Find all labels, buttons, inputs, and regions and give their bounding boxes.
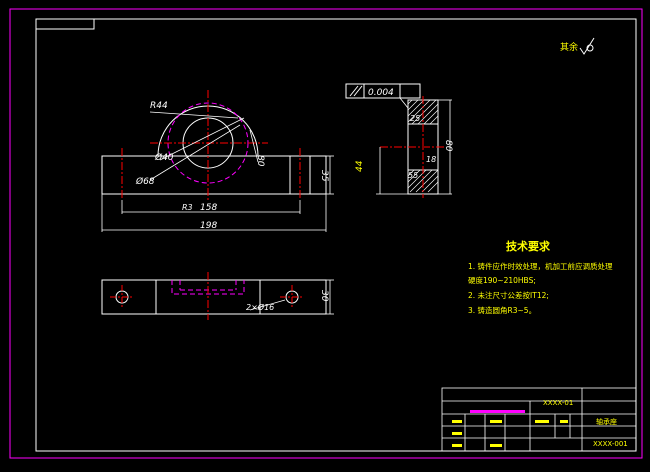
requirement-3: 3. 铸造圆角R3~5。 <box>468 305 536 315</box>
top-view: 2×Ø16 30 <box>101 272 334 320</box>
dim-80-front: 80 <box>255 155 265 167</box>
requirement-1: 1. 铸件应作时效处理，机加工前应调质处理 <box>468 261 613 271</box>
drawing-border <box>35 18 637 452</box>
dim-d40: Ø40 <box>154 152 174 163</box>
dim-80-side: 80 <box>443 140 453 152</box>
title-block <box>441 387 637 452</box>
dim-inner-55: 55 <box>408 171 418 180</box>
hatch-top <box>407 99 439 125</box>
dim-198: 198 <box>200 221 217 231</box>
front-base <box>101 155 327 195</box>
surface-finish-label: 其余 <box>560 41 578 53</box>
corner-box <box>35 18 95 30</box>
dim-r3: R3 <box>182 203 193 212</box>
dim-r44: R44 <box>150 101 168 111</box>
title-block-mark <box>470 410 525 413</box>
dim-35: 35 <box>319 170 329 182</box>
top-base <box>101 279 327 315</box>
dim-30: 30 <box>319 290 329 302</box>
requirements-title: 技术要求 <box>506 239 551 253</box>
flatness-value: 0.004 <box>368 88 394 98</box>
dim-d68: Ø68 <box>135 176 155 187</box>
side-view: 0.004 25 18 55 80 44 <box>345 83 453 198</box>
dim-2x16: 2×Ø16 <box>246 302 274 312</box>
dim-inner-25: 25 <box>410 114 420 123</box>
title-part-name: XXXX-01 <box>543 399 573 407</box>
roughness-check-icon <box>579 37 595 55</box>
title-drawing-no: XXXX-001 <box>593 440 628 448</box>
title-material: 轴承座 <box>596 417 617 426</box>
requirement-2: 2. 未注尺寸公差按IT12; <box>468 290 549 300</box>
front-view: R44 Ø40 Ø68 R3 80 35 158 198 <box>101 90 334 232</box>
dim-158: 158 <box>200 203 217 213</box>
outer-frame <box>9 8 643 459</box>
requirement-1b: 硬度190~210HBS; <box>468 275 536 285</box>
dim-44: 44 <box>355 160 365 172</box>
dim-inner-18: 18 <box>426 155 436 164</box>
